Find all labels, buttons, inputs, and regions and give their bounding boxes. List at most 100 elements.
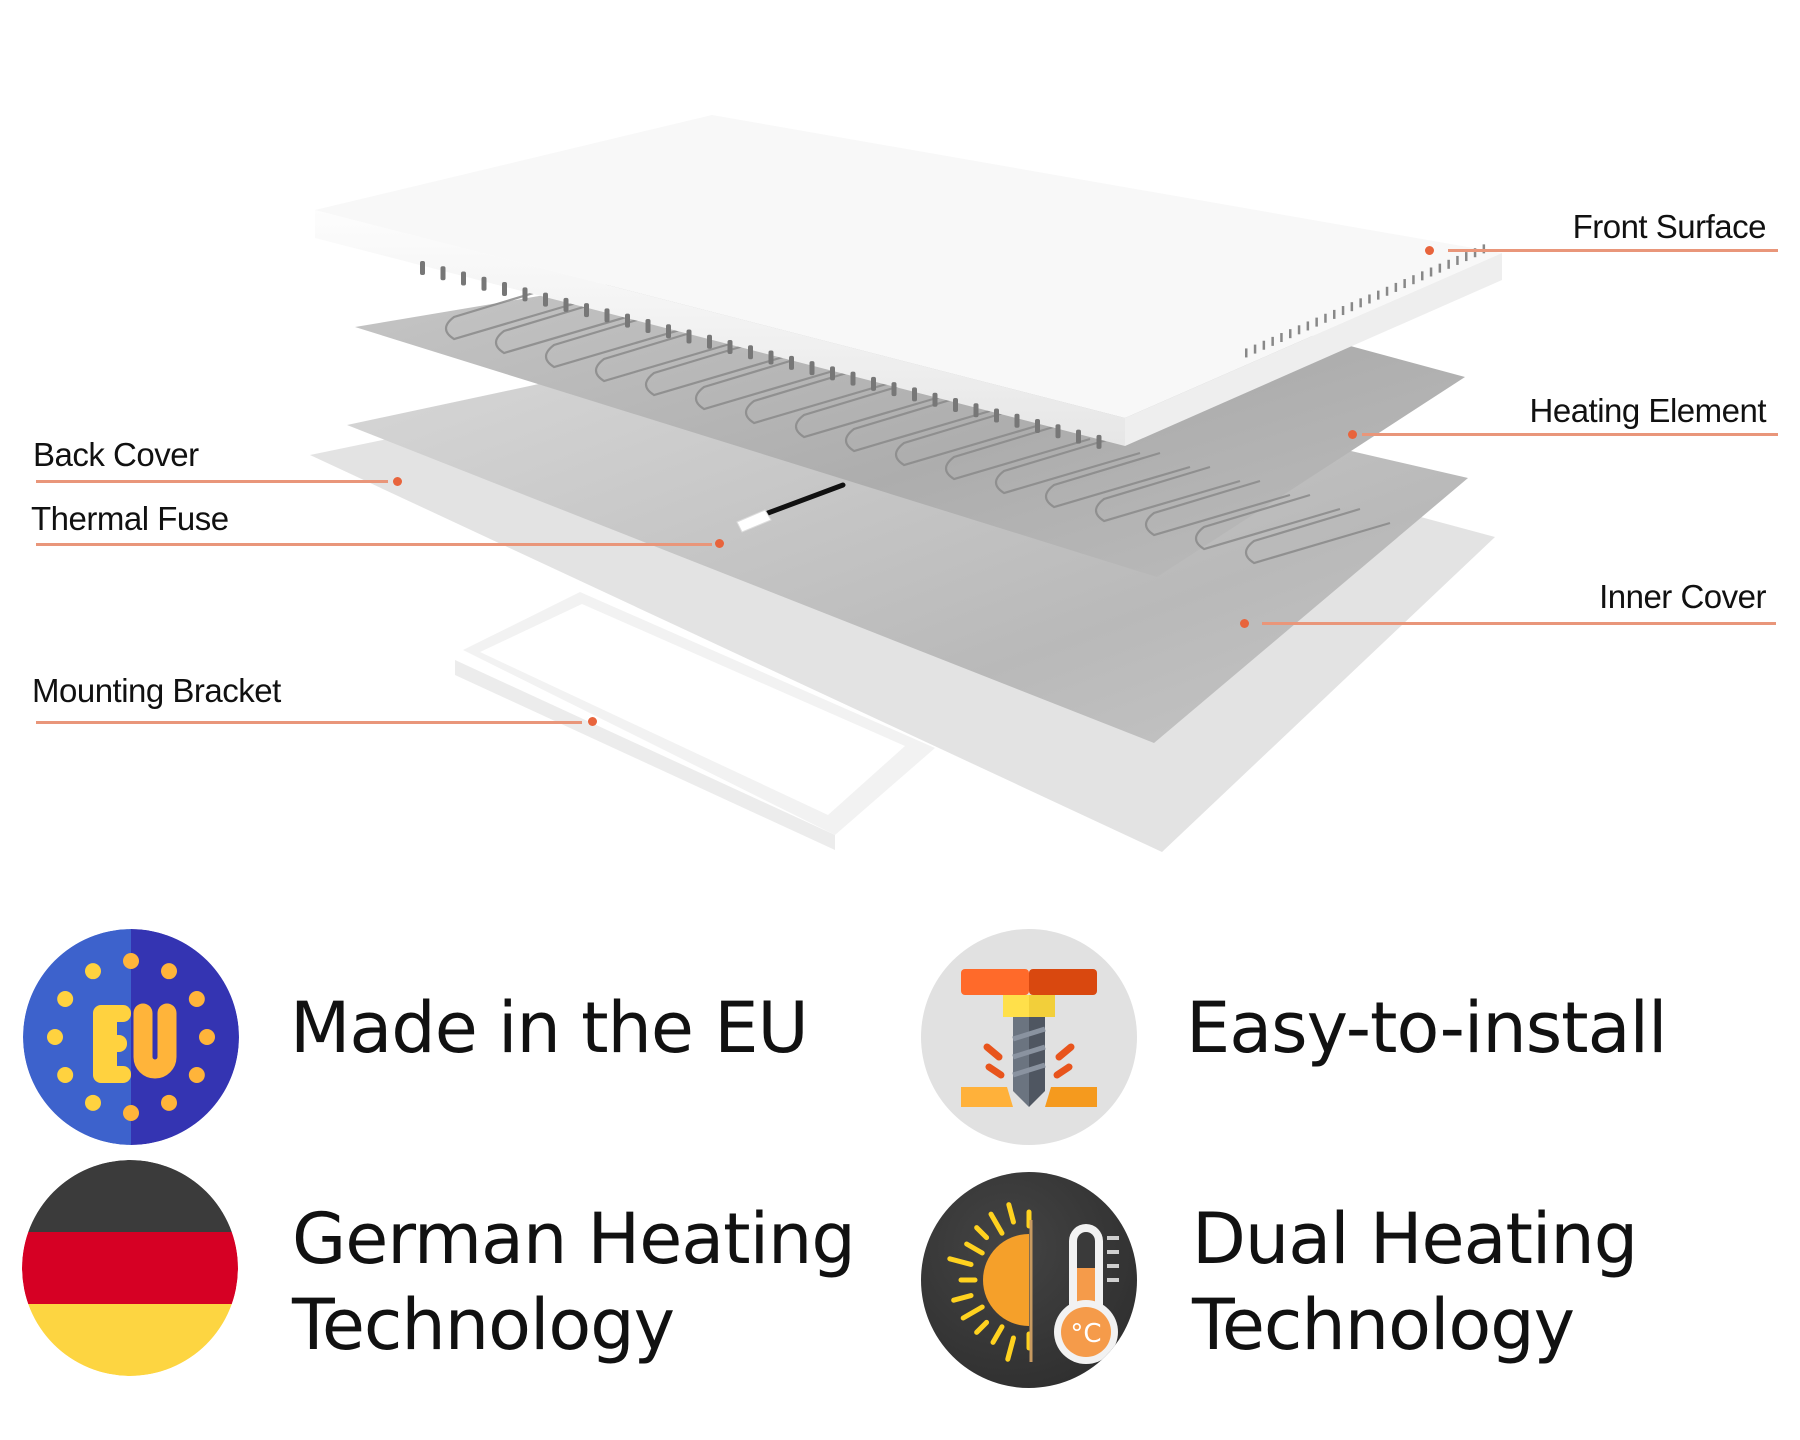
vent-slot — [1341, 306, 1345, 316]
vent-slot — [973, 403, 979, 418]
vent-slot — [1289, 329, 1292, 339]
vent-slot — [686, 329, 692, 344]
leader-line-heating-element — [1362, 433, 1778, 436]
leader-line-front-surface — [1448, 249, 1778, 252]
eu-stars-icon — [23, 929, 239, 1145]
eu-star — [47, 1029, 63, 1045]
vent-slot — [1271, 336, 1274, 346]
vent-slot — [1035, 419, 1040, 434]
front-surface-layer — [315, 115, 1502, 449]
heating-coil — [794, 381, 941, 439]
vent-slot — [1429, 267, 1433, 277]
leader-dot-back-cover — [393, 477, 402, 486]
feature-line: German Heating — [292, 1198, 856, 1280]
exploded-diagram — [310, 115, 1502, 852]
vent-slot — [1324, 313, 1327, 323]
feature-dual-heating: Dual Heating Technology — [1192, 1196, 1638, 1368]
vent-slot — [1385, 286, 1389, 296]
leader-dot-front-surface — [1425, 246, 1434, 255]
heating-coil — [594, 325, 741, 383]
label-mounting-bracket: Mounting Bracket — [32, 672, 281, 709]
feature-line: Technology — [1192, 1284, 1575, 1366]
label-front-surface: Front Surface — [1572, 208, 1767, 245]
vent-slot — [1055, 424, 1061, 439]
vent-slot — [522, 287, 528, 302]
eu-star — [85, 963, 101, 980]
feature-line: Easy-to-install — [1186, 987, 1667, 1069]
vent-slot — [1394, 282, 1398, 292]
sun-ray — [960, 1304, 985, 1321]
leader-dot-thermal-fuse — [715, 539, 724, 548]
install-badge — [921, 929, 1137, 1145]
eu-star — [161, 1094, 177, 1111]
heating-coil — [1044, 451, 1191, 509]
leader-line-mounting-bracket — [36, 721, 582, 724]
vent-slot — [891, 382, 897, 397]
vent-slot — [912, 387, 917, 402]
feature-easy-install: Easy-to-install — [1186, 985, 1667, 1071]
heating-coil — [994, 437, 1141, 495]
leader-line-back-cover — [36, 480, 388, 483]
heating-coil — [1094, 465, 1241, 523]
vent-slot — [502, 282, 507, 297]
feature-line: Dual Heating — [1192, 1198, 1638, 1280]
vent-slot — [748, 345, 753, 360]
vent-slot — [1368, 294, 1371, 304]
heating-coil — [494, 297, 641, 355]
vent-slot — [1297, 325, 1301, 335]
vent-slot — [1447, 259, 1450, 269]
feature-line: Made in the EU — [290, 987, 809, 1069]
vent-slot — [1262, 340, 1266, 350]
label-thermal-fuse: Thermal Fuse — [31, 500, 229, 537]
vent-slot — [932, 392, 938, 407]
eu-star — [57, 1067, 74, 1083]
vent-slot — [461, 271, 466, 286]
heating-coil — [694, 353, 841, 411]
eu-star — [188, 1067, 205, 1083]
vent-slot — [1473, 248, 1477, 258]
vent-slot — [707, 334, 712, 349]
heating-coil — [1194, 493, 1341, 551]
vent-slot — [1359, 298, 1362, 308]
vent-slot — [871, 376, 876, 391]
leader-line-inner-cover — [1262, 622, 1776, 625]
eu-star — [199, 1029, 215, 1045]
vent-slot — [563, 297, 569, 312]
eu-star — [188, 991, 205, 1007]
heating-coil — [894, 409, 1041, 467]
vent-slot — [1350, 302, 1354, 312]
vent-slot — [1438, 263, 1442, 273]
vent-slot — [1245, 348, 1248, 358]
vent-slot — [604, 308, 610, 323]
sun-ray — [951, 1293, 974, 1303]
vent-slot — [1377, 290, 1380, 300]
vent-slot — [440, 266, 446, 281]
heating-coil — [444, 283, 591, 341]
dual-heating-badge: °C — [921, 1172, 1137, 1388]
vent-slot — [1482, 244, 1486, 254]
vent-slot — [1076, 429, 1081, 444]
sun-ray — [990, 1324, 1005, 1345]
sun-thermometer-icon: °C — [947, 1202, 1119, 1364]
feature-made-in-eu: Made in the EU — [290, 985, 809, 1071]
heating-coil — [744, 367, 891, 425]
vent-slot — [768, 350, 774, 365]
vent-slot — [1096, 434, 1102, 449]
vent-slot — [830, 366, 835, 381]
vent-slot — [666, 324, 671, 339]
leader-dot-mounting-bracket — [588, 717, 597, 726]
vent-slot — [1253, 344, 1257, 354]
eu-star — [123, 1105, 139, 1121]
vent-slot — [645, 318, 651, 333]
feature-line: Technology — [292, 1284, 675, 1366]
sun-ray — [964, 1241, 985, 1256]
vent-slot — [420, 260, 425, 275]
eu-star — [123, 953, 139, 969]
label-back-cover: Back Cover — [33, 436, 199, 473]
vent-slot — [789, 355, 794, 370]
feature-german-heating: German Heating Technology — [292, 1196, 856, 1368]
sun-ray — [1006, 1202, 1016, 1225]
vent-slot — [994, 408, 999, 423]
sun-ray — [974, 1225, 990, 1241]
label-heating-element: Heating Element — [1529, 392, 1767, 429]
